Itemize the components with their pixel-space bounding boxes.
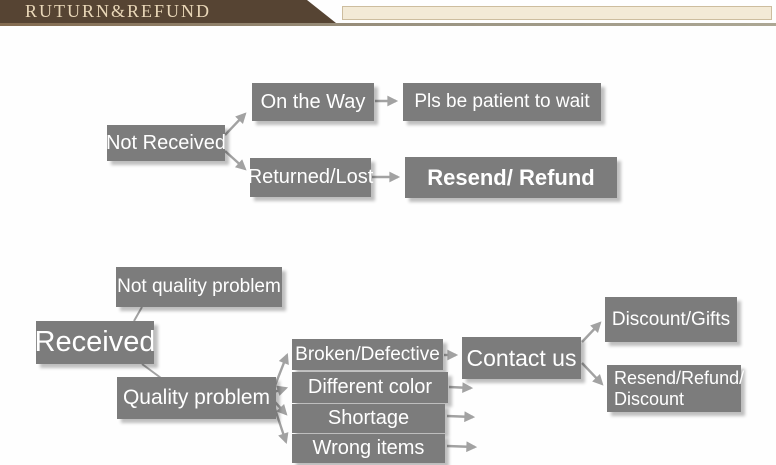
edge-contact-resendrefunddiscount — [581, 362, 604, 386]
node-quality-problem: Quality problem — [117, 377, 276, 419]
node-discount-gifts: Discount/Gifts — [605, 297, 737, 342]
page-title: RUTURN&REFUND — [25, 1, 212, 21]
edge-contact-discountgifts — [581, 321, 602, 343]
edge-shortage-arrow — [446, 411, 476, 423]
node-on-the-way: On the Way — [252, 83, 374, 121]
node-resend-refund-discount: Resend/Refund/ Discount — [607, 365, 744, 412]
node-different-color: Different color — [292, 372, 448, 403]
node-wrong-items: Wrong items — [292, 434, 445, 463]
header-stripe — [342, 6, 772, 20]
edge-differentcolor-arrow — [448, 382, 474, 394]
node-pls-be-patient: Pls be patient to wait — [403, 83, 601, 121]
node-broken-defective: Broken/Defective — [292, 339, 443, 370]
node-contact-us: Contact us — [462, 337, 581, 379]
edge-notreceived-returnedlost — [224, 150, 247, 171]
node-not-received: Not Received — [106, 125, 226, 161]
node-shortage: Shortage — [292, 404, 445, 433]
edge-wrongitems-arrow — [446, 441, 478, 453]
node-resend-refund: Resend/ Refund — [405, 157, 617, 198]
header-underline — [0, 23, 776, 26]
node-received: Received — [35, 321, 155, 364]
edge-notreceived-ontheway — [224, 112, 247, 136]
header-banner — [0, 0, 336, 23]
node-not-quality-problem: Not quality problem — [116, 267, 282, 307]
node-returned-lost: Returned/Lost — [248, 158, 373, 197]
edge-received-notquality — [133, 306, 143, 322]
edge-received-quality — [141, 363, 162, 379]
